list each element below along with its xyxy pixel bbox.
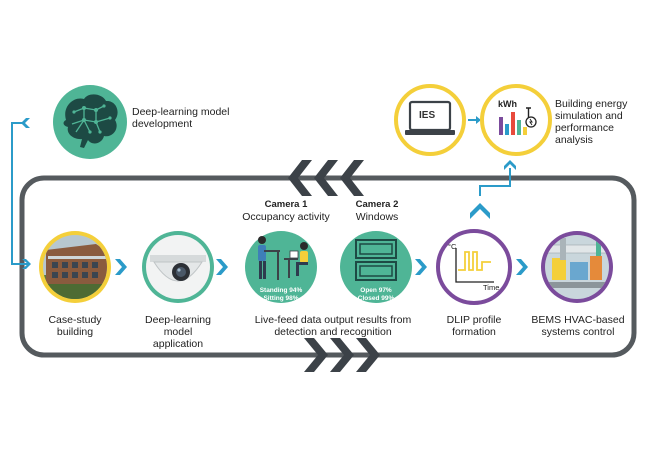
dlip-x-label: Time xyxy=(483,283,500,292)
dlip-label: DLIP profile formation xyxy=(446,314,502,338)
energy-chart-icon xyxy=(480,84,552,156)
feedback-arrow-left-icon xyxy=(21,118,30,128)
up-chevron-icon xyxy=(504,160,516,170)
monitor-ies-icon xyxy=(394,84,466,156)
occupancy-detection xyxy=(245,231,317,303)
step-arrow-icon xyxy=(115,259,528,275)
open-confidence: Open 97% xyxy=(360,287,392,294)
camera-1-title: Camera 1 xyxy=(264,199,308,210)
dl-application-label: Deep-learning model application xyxy=(145,314,211,350)
ies-label: IES xyxy=(419,110,436,121)
window-icon xyxy=(340,231,412,303)
case-study-label: Case-study building xyxy=(48,314,102,338)
bems-label: BEMS HVAC-based systems control xyxy=(531,314,625,338)
up-chevron-large-icon xyxy=(470,203,490,219)
feedback-line xyxy=(11,122,28,265)
camera-2-subtitle: Windows xyxy=(355,211,399,223)
dlip-y-unit: °C xyxy=(448,242,457,251)
brain-network-icon xyxy=(53,85,127,159)
building-energy-label: Building energy simulation and performan… xyxy=(555,98,628,146)
closed-confidence: Closed 99% xyxy=(357,295,395,302)
sitting-confidence: Sitting 98% xyxy=(263,295,299,302)
loop-direction-right-icon xyxy=(304,338,380,372)
hvac-system-photo xyxy=(541,231,613,303)
loop-direction-left-icon xyxy=(288,160,364,196)
feedback-arrow-right-icon xyxy=(22,259,31,269)
camera-2-title: Camera 2 xyxy=(355,199,399,210)
building-photo xyxy=(39,231,111,303)
live-feed-label: Live-feed data output results from detec… xyxy=(254,314,412,338)
camera-1-subtitle: Occupancy activity xyxy=(242,211,330,223)
sitting-person-icon xyxy=(284,242,308,278)
standing-person-icon xyxy=(258,236,280,280)
temperature-profile-icon xyxy=(436,229,512,305)
standing-confidence: Standing 94% xyxy=(259,287,303,294)
deep-learning-dev-label: Deep-learning model development xyxy=(132,106,230,130)
security-camera-icon xyxy=(142,231,214,303)
kwh-label: kWh xyxy=(498,99,517,109)
